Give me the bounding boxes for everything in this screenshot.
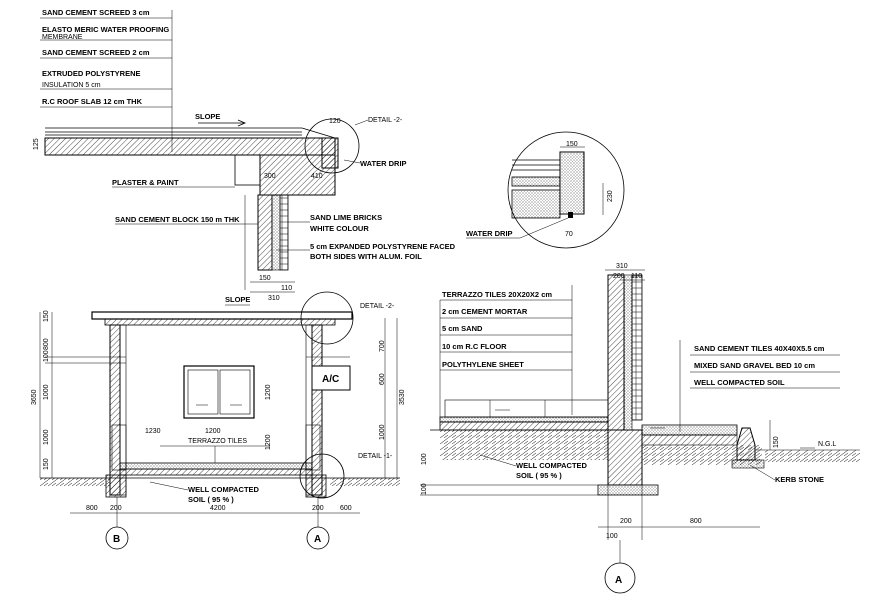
roof-layer-3: MEMBRANE (42, 34, 83, 41)
bricks-label-2: WHITE COLOUR (310, 224, 369, 233)
roof-layer-4: SAND CEMENT SCREED 2 cm (42, 48, 150, 57)
floor-layer-3: 5 cm SAND (442, 324, 483, 333)
ldim-5: 800 (43, 338, 50, 350)
wdim-0: 1230 (145, 428, 161, 435)
ldim-3: 1000 (43, 384, 50, 400)
ldim-1: 1000 (43, 429, 50, 445)
roof-dim-300: 300 (264, 173, 276, 180)
ngl-label: N.G.L (818, 441, 836, 448)
fdim-100c: 100 (421, 483, 428, 495)
wall-dim-150: 150 (259, 275, 271, 282)
fdim-200: 200 (613, 273, 625, 280)
wdim-3: 1200 (265, 434, 272, 450)
grid-bubble-b (105, 526, 129, 550)
ldim-6: 150 (43, 310, 50, 322)
floor-layer-1: TERRAZZO TILES 20X20X2 cm (442, 290, 552, 299)
roof-layer-6: INSULATION 5 cm (42, 82, 101, 89)
wall-dim-310: 310 (268, 295, 280, 302)
rdim-3: 1000 (379, 424, 386, 440)
block-label: SAND CEMENT BLOCK 150 m THK (115, 215, 240, 224)
section-detail2: DETAIL -2- (360, 303, 395, 310)
roof-layer-1: SAND CEMENT SCREED 3 cm (42, 8, 150, 17)
roof-dim-120: 120 (329, 118, 341, 125)
floor-soil-1: WELL COMPACTED (516, 461, 588, 470)
roof-detail: SAND CEMENT SCREED 3 cm ELASTO MERIC WAT… (33, 8, 456, 302)
poly-label-2: BOTH SIDES WITH ALUM. FOIL (310, 252, 422, 261)
kerb-label: KERB STONE (775, 475, 824, 484)
floor-layer-2: 2 cm CEMENT MORTAR (442, 307, 528, 316)
rdim-2: 3530 (399, 389, 406, 405)
wdim-1: 1200 (205, 428, 221, 435)
poly-label-1: 5 cm EXPANDED POLYSTYRENE FACED (310, 242, 456, 251)
grid-bubble-a (306, 526, 330, 550)
section-detail1: DETAIL -1- (358, 453, 393, 460)
terrazzo-label: TERRAZZO TILES (188, 438, 247, 445)
fdim-150: 150 (773, 436, 780, 448)
fdim-100b: 100 (606, 533, 618, 540)
ldim-4: 100 (43, 350, 50, 362)
grid-b-label: B (113, 534, 120, 545)
ext-layer-3: WELL COMPACTED SOIL (694, 378, 785, 387)
roof-layer-7: R.C ROOF SLAB 12 cm THK (42, 97, 143, 106)
roof-water-drip: WATER DRIP (360, 159, 407, 168)
roof-dim-410: 410 (311, 173, 323, 180)
grid-bubble-a-2 (604, 562, 636, 594)
drip-dim-150: 150 (566, 141, 578, 148)
section-slope: SLOPE (225, 295, 250, 304)
roof-layer-5: EXTRUDED POLYSTYRENE (42, 69, 141, 78)
roof-slope-label: SLOPE (195, 112, 220, 121)
rdim-0: 700 (379, 340, 386, 352)
bdim-4: 600 (340, 505, 352, 512)
rdim-1: 600 (379, 373, 386, 385)
bdim-0: 800 (86, 505, 98, 512)
bricks-label-1: SAND LIME BRICKS (310, 213, 382, 222)
wdim-2: 1200 (265, 384, 272, 400)
fdim-200b: 200 (620, 518, 632, 525)
fdim-100: 100 (421, 453, 428, 465)
section-soil-1: WELL COMPACTED (188, 485, 260, 494)
grid-a-label: A (314, 534, 321, 545)
drip-dim-70: 70 (565, 231, 573, 238)
drip-dim-230: 230 (607, 190, 614, 202)
ext-layer-2: MIXED SAND GRAVEL BED 10 cm (694, 361, 815, 370)
floor-soil-2: SOIL ( 95 % ) (516, 471, 562, 480)
bdim-1: 200 (110, 505, 122, 512)
drip-label: WATER DRIP (466, 229, 513, 238)
roof-dim-125: 125 (33, 138, 40, 150)
wall-dim-110: 110 (281, 285, 292, 292)
floor-layer-5: POLYTHYLENE SHEET (442, 360, 524, 369)
building-section: SLOPE DETAIL -2- A/C TERRAZZO TILES (31, 291, 406, 550)
water-drip-detail: 150 230 70 WATER DRIP (466, 131, 625, 249)
floor-grid-a: A (615, 575, 622, 586)
ldim-0: 150 (43, 458, 50, 470)
fdim-310: 310 (616, 263, 628, 270)
floor-layer-4: 10 cm R.C FLOOR (442, 342, 507, 351)
fdim-110: 110 (631, 273, 642, 280)
fdim-800: 800 (690, 518, 702, 525)
plaster-label: PLASTER & PAINT (112, 178, 179, 187)
ext-layer-1: SAND CEMENT TILES 40X40X5.5 cm (694, 344, 825, 353)
ac-label: A/C (322, 374, 339, 385)
roof-layer-2: ELASTO MERIC WATER PROOFING (42, 25, 169, 34)
ldim-2: 3650 (31, 389, 38, 405)
roof-detail-ref: DETAIL -2- (368, 117, 403, 124)
bdim-2: 4200 (210, 505, 226, 512)
floor-detail: TERRAZZO TILES 20X20X2 cm 2 cm CEMENT MO… (420, 263, 860, 594)
section-soil-2: SOIL ( 95 % ) (188, 495, 234, 504)
